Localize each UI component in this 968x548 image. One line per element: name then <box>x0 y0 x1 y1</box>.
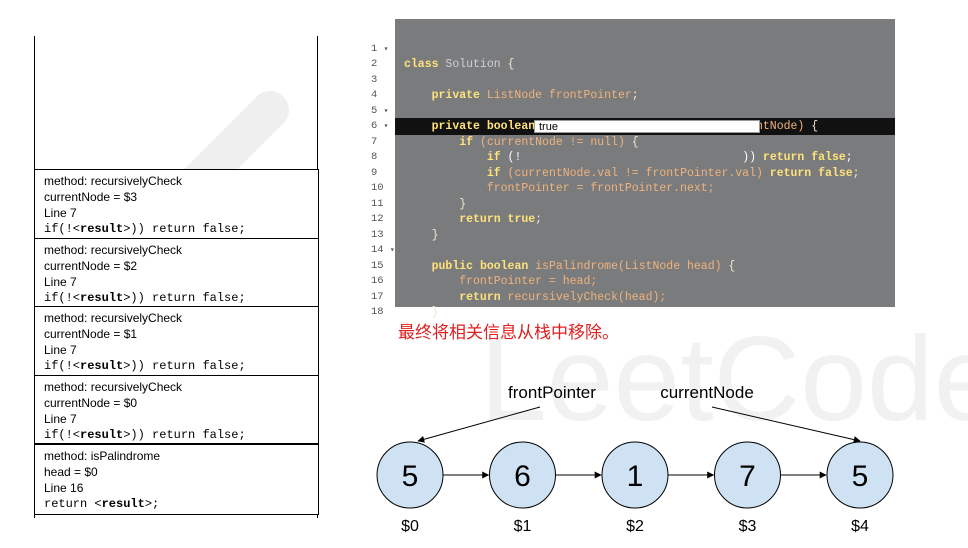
line-number: 17 <box>371 290 384 303</box>
frame-method: method: recursivelyCheck <box>44 311 183 325</box>
code-line: 8 if (currentNode.val != frontPointer.va… <box>371 151 860 180</box>
frame-method: method: recursivelyCheck <box>44 379 183 394</box>
frame-method: method: recursivelyCheck <box>44 174 183 188</box>
code-line: 17 } <box>371 290 439 320</box>
code-line-current: 7 if (! )) return false; <box>371 135 853 165</box>
stack-frame: method: recursivelyCheck currentNode = $… <box>34 169 319 239</box>
frame-variable: currentNode = $2 <box>44 258 138 273</box>
list-node-address: $0 <box>401 518 419 535</box>
list-node-circle <box>826 441 894 509</box>
line-number: 10 <box>371 182 384 194</box>
code-line: 9 frontPointer = frontPointer.next; <box>371 166 715 196</box>
current-node-label: currentNode <box>660 383 754 402</box>
list-node-address: $1 <box>514 518 532 535</box>
list-node-circle <box>489 441 556 509</box>
stack-frame: method: recursivelyCheck currentNode = $… <box>34 374 319 444</box>
line-number: 11 <box>371 197 384 210</box>
front-pointer-label: frontPointer <box>508 383 596 402</box>
frame-variable: currentNode = $3 <box>44 190 138 204</box>
list-node-address: $2 <box>626 518 644 535</box>
list-node-address: $3 <box>739 518 757 535</box>
code-editor: 1 ▾ class Solution { 2 3 private ListNod… <box>363 19 895 335</box>
frame-method: method: isPalindrome <box>44 449 161 463</box>
code-line: 2 <box>363 42 895 70</box>
code-line: 15 frontPointer = head; <box>371 259 598 289</box>
frame-code: return <result>; <box>44 497 160 511</box>
code-area <box>395 19 895 307</box>
code-line: 13 <box>363 212 895 241</box>
list-node-circle <box>601 441 669 509</box>
line-number: 4 <box>371 89 378 101</box>
line-number: 8 <box>371 151 378 163</box>
frame-line: Line 16 <box>44 481 84 495</box>
list-node-value: 1 <box>627 460 644 493</box>
line-number: 7 <box>371 135 378 148</box>
linked-list-diagram: frontPointer currentNode 5 $0 6 $1 1 $2 7 $3 5 $4 <box>376 383 894 535</box>
front-pointer-arrow <box>417 406 541 443</box>
list-node-circle <box>714 441 781 509</box>
code-line: 1 ▾ class Solution { <box>371 42 515 72</box>
line-number: 6 ▾ <box>371 120 389 132</box>
line-number: 5 ▾ <box>371 104 389 117</box>
code-line: 10 } <box>371 182 467 211</box>
frame-line: Line 7 <box>44 274 77 289</box>
code-line: 5 ▾ private boolean recursivelyCheck(Lis… <box>371 104 819 134</box>
stack-frame: method: recursivelyCheck currentNode = $… <box>34 306 319 376</box>
list-node-value: 5 <box>402 460 419 493</box>
list-node-value: 6 <box>514 460 531 493</box>
line-number: 3 <box>371 73 378 86</box>
line-number: 15 <box>371 259 384 272</box>
fold-icon: ▾ <box>383 44 389 54</box>
caption-text: 最终将相关信息从栈中移除。 <box>398 323 619 343</box>
code-line: 4 <box>363 73 895 101</box>
stack-frame: method: recursivelyCheck currentNode = $… <box>34 237 319 307</box>
frame-variable: currentNode = $1 <box>44 327 138 341</box>
list-node-value: 7 <box>739 460 756 493</box>
list-node-value: 5 <box>852 460 869 493</box>
fold-icon: ▾ <box>383 106 389 116</box>
frame-code: if(!<result>)) return false; <box>44 290 246 305</box>
evaluation-tooltip: true <box>534 120 760 133</box>
code-line: 16 return recursivelyCheck(head); <box>371 275 667 304</box>
code-line: 18 } <box>371 306 411 335</box>
frame-line: Line 7 <box>44 343 77 357</box>
list-node-address: $4 <box>851 518 869 535</box>
fold-icon: ▾ <box>383 122 389 131</box>
line-number: 16 <box>371 275 384 287</box>
line-number: 13 <box>371 228 384 241</box>
frame-code: if(!<result>)) return false; <box>44 222 246 236</box>
current-node-arrow <box>711 406 861 444</box>
frame-line: Line 7 <box>44 411 77 426</box>
line-number: 18 <box>371 306 384 318</box>
stack-frame: method: isPalindrome head = $0 Line 16 r… <box>34 443 319 515</box>
code-line: 11 return true; <box>371 197 543 227</box>
frame-variable: head = $0 <box>44 465 98 479</box>
fold-icon: ▾ <box>389 246 395 255</box>
code-line: 6 ▾ if (currentNode != null) { <box>371 120 639 149</box>
frame-code: if(!<result>)) return false; <box>44 359 246 373</box>
line-number: 1 ▾ <box>371 42 389 55</box>
frame-variable: currentNode = $0 <box>44 395 138 410</box>
call-stack-frames: method: recursivelyCheck currentNode = $… <box>34 169 319 515</box>
code-line: 14 ▾ public boolean isPalindrome(ListNod… <box>371 244 736 273</box>
frame-line: Line 7 <box>44 206 77 220</box>
code-line: 12 } <box>371 213 439 242</box>
frame-code: if(!<result>)) return false; <box>44 427 246 442</box>
code-line: 3 private ListNode frontPointer; <box>371 73 639 103</box>
line-number: 14 ▾ <box>371 244 395 256</box>
frame-method: method: recursivelyCheck <box>44 242 183 257</box>
line-number: 9 <box>371 166 378 179</box>
line-gutter <box>363 19 395 307</box>
line-number: 12 <box>371 213 384 225</box>
list-node-circle <box>376 441 444 509</box>
line-number: 2 <box>371 58 378 70</box>
